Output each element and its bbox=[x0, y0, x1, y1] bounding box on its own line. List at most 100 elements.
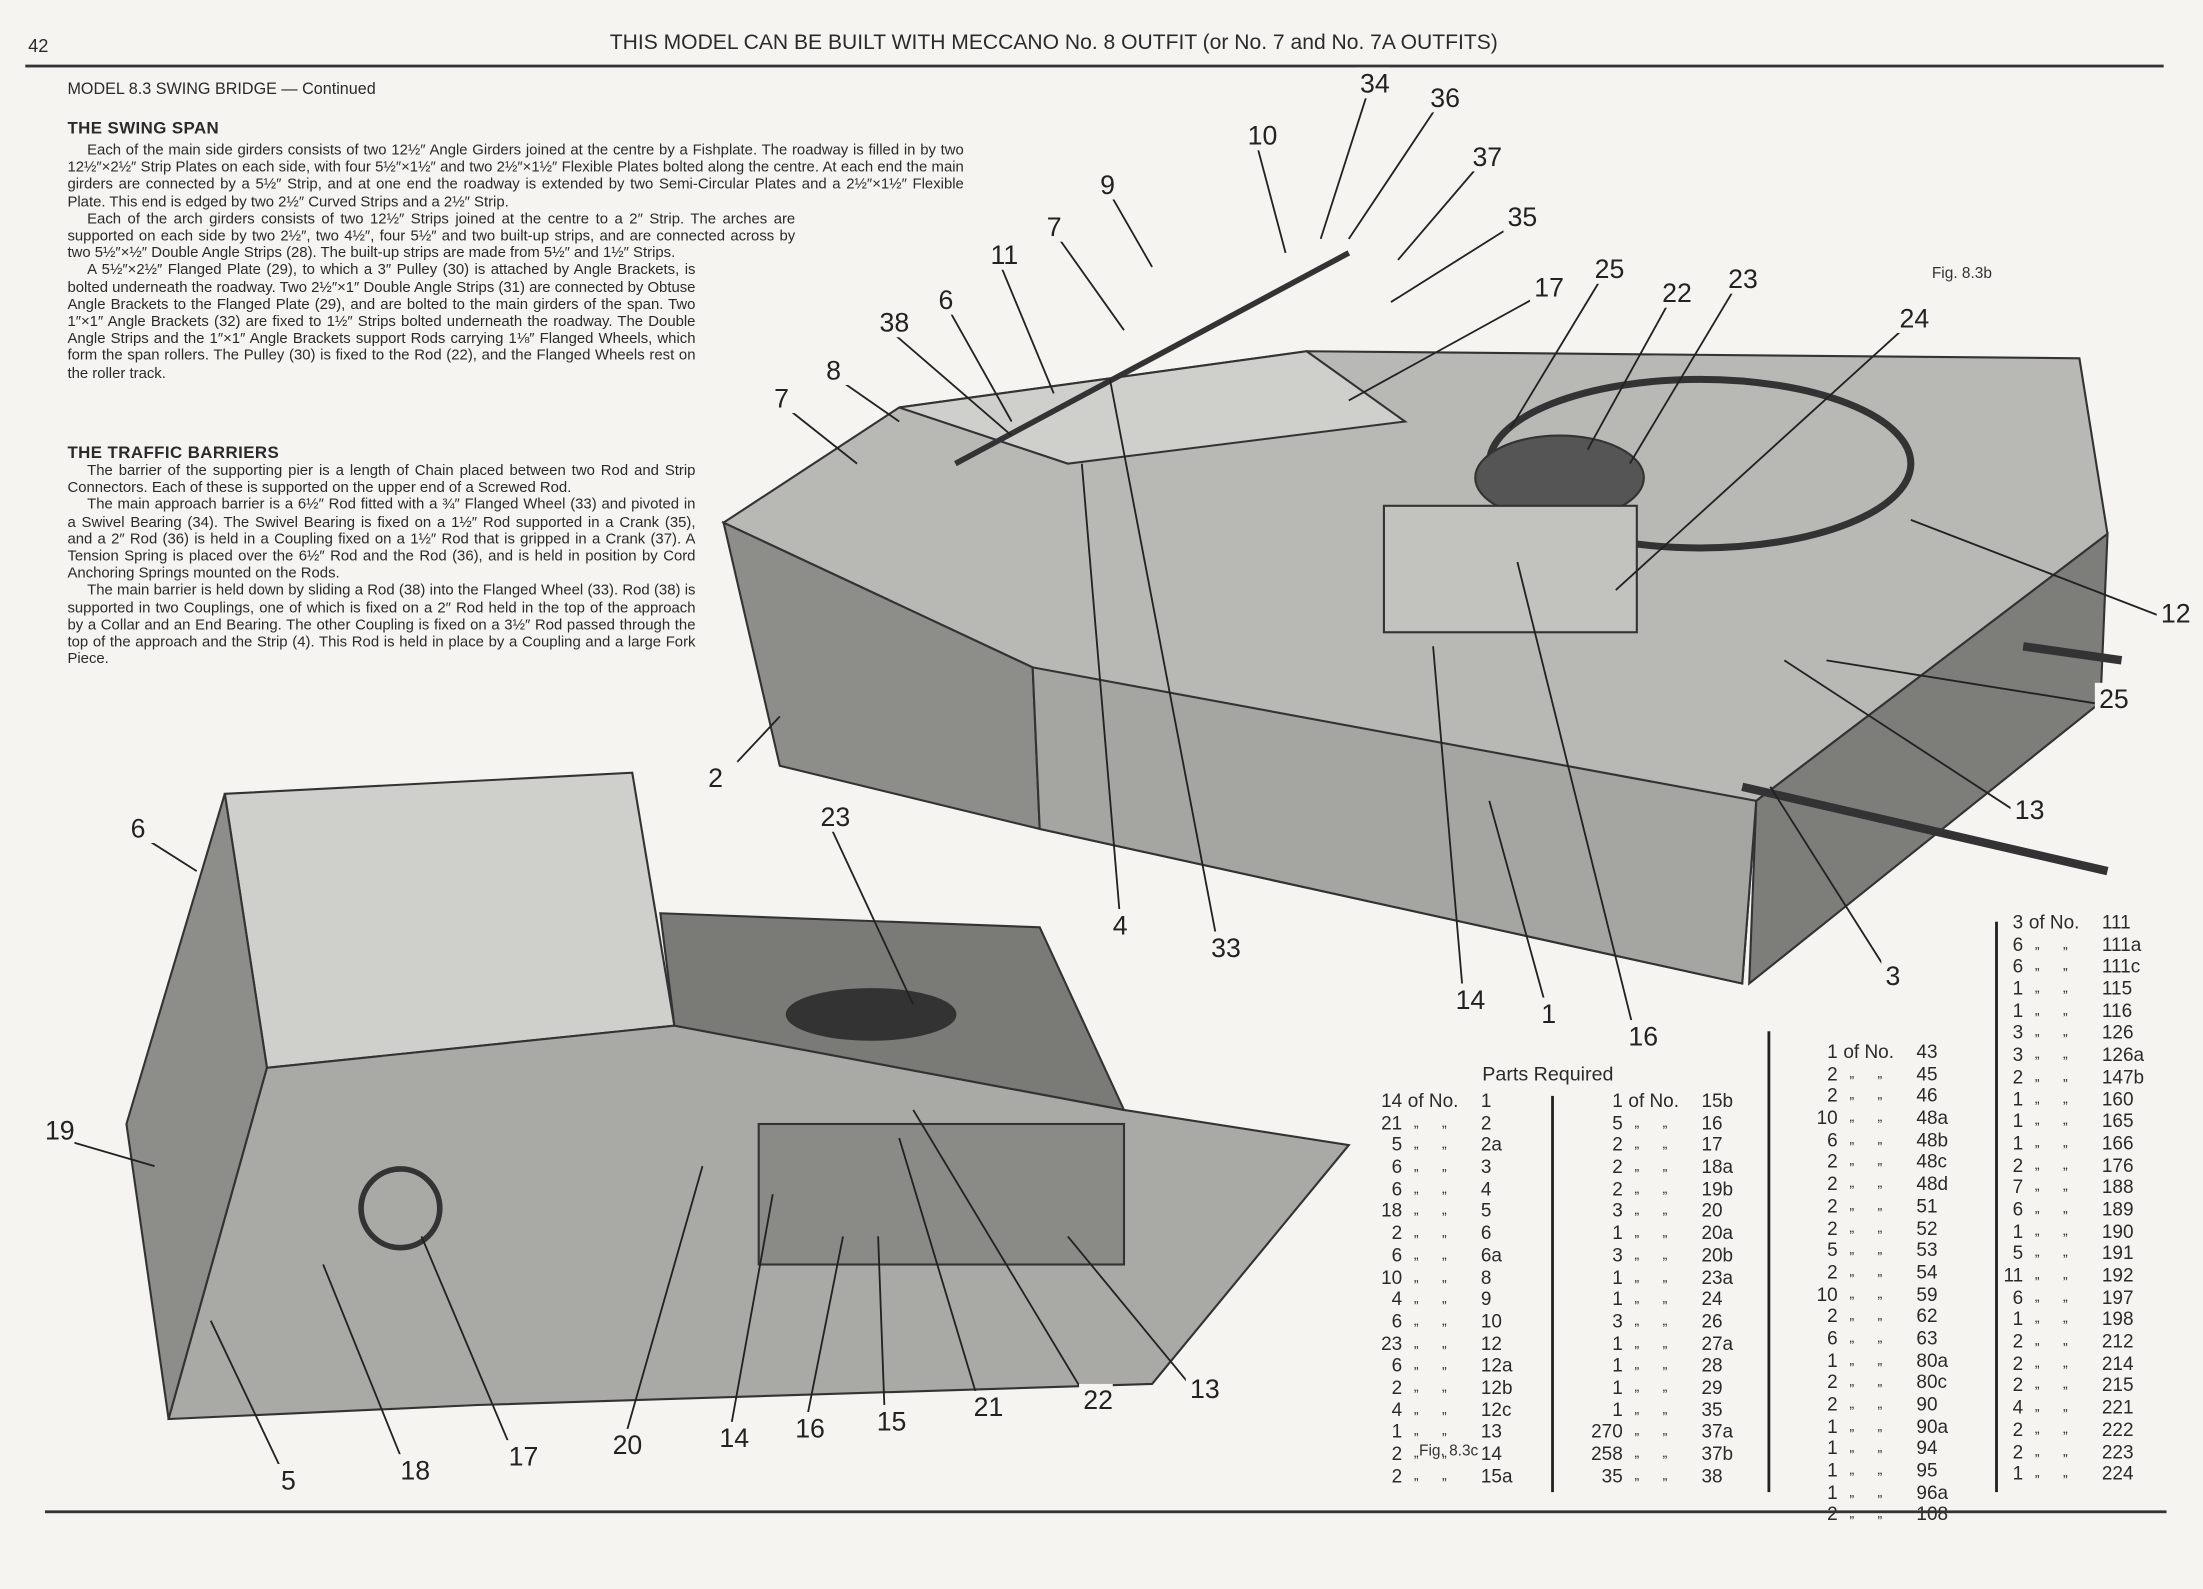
callout-number: 22 bbox=[1662, 278, 1692, 308]
parts-row: 6„„63 bbox=[1796, 1328, 1973, 1350]
parts-row: 2„„18a bbox=[1581, 1156, 1758, 1178]
parts-row: 1„„96a bbox=[1796, 1482, 1973, 1504]
parts-row: 1„„24 bbox=[1581, 1289, 1758, 1311]
ditto-mark: „ bbox=[2034, 1355, 2040, 1371]
parts-row: 2„„215 bbox=[1981, 1375, 2158, 1397]
callout-background bbox=[816, 800, 851, 832]
page-header-title: THIS MODEL CAN BE BUILT WITH MECCANO No.… bbox=[609, 30, 1498, 55]
callout-background bbox=[1468, 140, 1502, 172]
callout-background bbox=[1590, 252, 1625, 284]
part-quantity: 1 bbox=[2012, 1088, 2024, 1110]
ditto-mark: „ bbox=[1413, 1335, 1419, 1351]
part-number: 54 bbox=[1916, 1261, 1938, 1283]
ditto-mark: „ bbox=[1634, 1203, 1640, 1219]
leader-line bbox=[912, 1109, 1093, 1407]
callout-number: 7 bbox=[774, 383, 789, 413]
parts-row: 2„„48c bbox=[1796, 1151, 1973, 1173]
callout-background bbox=[2156, 597, 2191, 629]
parts-row: 4„„9 bbox=[1360, 1289, 1537, 1311]
callout-number: 23 bbox=[821, 802, 851, 832]
leader-line bbox=[1348, 103, 1440, 240]
part-quantity: 2 bbox=[1827, 1063, 1838, 1085]
leader-line bbox=[1390, 222, 1517, 303]
ditto-mark: „ bbox=[1662, 1467, 1668, 1484]
part-number: 176 bbox=[2101, 1154, 2134, 1176]
ditto-mark: „ bbox=[1849, 1286, 1855, 1302]
callout-background bbox=[1185, 1372, 1220, 1404]
part-quantity: 1 bbox=[1827, 1415, 1838, 1437]
leader-line bbox=[1054, 232, 1125, 331]
part-number: 43 bbox=[1916, 1041, 1938, 1063]
ditto-mark: „ bbox=[1441, 1467, 1447, 1484]
ditto-mark: „ bbox=[2063, 1245, 2068, 1261]
leader-line bbox=[1488, 800, 1551, 1021]
part-quantity: 1 bbox=[1827, 1041, 1838, 1063]
ditto-mark: „ bbox=[1634, 1269, 1640, 1285]
ditto-mark: „ bbox=[2034, 1245, 2040, 1261]
parts-row: 10„„59 bbox=[1796, 1284, 1973, 1306]
part-quantity: 6 bbox=[1391, 1156, 1403, 1178]
parts-row: 6„„111c bbox=[1981, 956, 2158, 978]
part-quantity: 10 bbox=[1381, 1266, 1403, 1288]
leader-line bbox=[998, 260, 1055, 394]
model-title: MODEL 8.3 SWING BRIDGE — Continued bbox=[67, 81, 376, 99]
leader-line bbox=[1255, 141, 1287, 254]
parts-row: 6„„4 bbox=[1360, 1178, 1537, 1200]
parts-row: 258„„37b bbox=[1581, 1443, 1758, 1465]
part-number: 212 bbox=[2101, 1330, 2134, 1352]
ditto-mark: „ bbox=[1634, 1159, 1640, 1175]
ditto-mark: „ bbox=[1662, 1335, 1668, 1351]
callout-background bbox=[1095, 168, 1130, 200]
part-number: 197 bbox=[2101, 1286, 2134, 1308]
ditto-mark: „ bbox=[1441, 1269, 1447, 1285]
parts-row: 5„„2a bbox=[1360, 1134, 1537, 1156]
ditto-mark: „ bbox=[2034, 1201, 2040, 1217]
part-quantity: 35 bbox=[1601, 1464, 1623, 1487]
ditto-mark: „ bbox=[2034, 1311, 2040, 1327]
part-number: 2 bbox=[1480, 1112, 1492, 1134]
parts-row: 2„„90 bbox=[1796, 1394, 1973, 1416]
ditto-mark: „ bbox=[2034, 980, 2040, 997]
callout-background bbox=[1108, 909, 1143, 940]
part-number: 214 bbox=[2101, 1352, 2134, 1374]
parts-row: 6„„111a bbox=[1981, 934, 2158, 956]
leader-line bbox=[877, 1236, 887, 1428]
ditto-mark: „ bbox=[1441, 1445, 1447, 1462]
parts-row: 6„„197 bbox=[1981, 1287, 2158, 1309]
parts-row: 11„„192 bbox=[1981, 1265, 2158, 1287]
parts-row: 6„„6a bbox=[1360, 1245, 1537, 1267]
ditto-mark: „ bbox=[1413, 1225, 1419, 1241]
part-quantity: 2 bbox=[2012, 1374, 2024, 1396]
page-number: 42 bbox=[28, 35, 49, 57]
part-number: 3 bbox=[1480, 1156, 1492, 1178]
ditto-mark: „ bbox=[1877, 1418, 1883, 1435]
ditto-mark: „ bbox=[1849, 1264, 1855, 1280]
callout-background bbox=[2010, 793, 2045, 825]
part-quantity: 2 bbox=[1827, 1085, 1838, 1107]
ditto-mark: „ bbox=[2063, 1223, 2068, 1239]
parts-row: 1„„20a bbox=[1581, 1223, 1758, 1245]
parts-row: 1„„160 bbox=[1981, 1088, 2158, 1110]
part-number: 48a bbox=[1916, 1107, 1949, 1129]
callout-number: 11 bbox=[991, 240, 1019, 270]
part-quantity: 5 bbox=[2012, 1242, 2024, 1264]
ditto-mark: „ bbox=[1413, 1269, 1419, 1285]
part-quantity: 11 bbox=[2003, 1264, 2024, 1286]
part-number: 215 bbox=[2101, 1374, 2134, 1396]
part-number: 126a bbox=[2101, 1044, 2145, 1066]
ditto-mark: „ bbox=[1877, 1087, 1883, 1104]
ditto-mark: „ bbox=[1662, 1203, 1668, 1219]
part-quantity: 5 bbox=[1827, 1239, 1838, 1261]
ditto-mark: „ bbox=[2063, 1465, 2068, 1482]
leader-line bbox=[322, 1264, 410, 1477]
part-number: 6 bbox=[1480, 1222, 1492, 1244]
callout-number: 5 bbox=[281, 1465, 296, 1495]
part-quantity: 6 bbox=[1391, 1244, 1403, 1266]
ditto-mark: „ bbox=[2063, 1179, 2068, 1195]
column-divider bbox=[1551, 1095, 1554, 1493]
ditto-mark: „ bbox=[2063, 1024, 2068, 1041]
part-quantity: 2 bbox=[1827, 1305, 1838, 1327]
parts-row: 1„„224 bbox=[1981, 1463, 2158, 1485]
leader-line bbox=[1067, 1235, 1200, 1396]
